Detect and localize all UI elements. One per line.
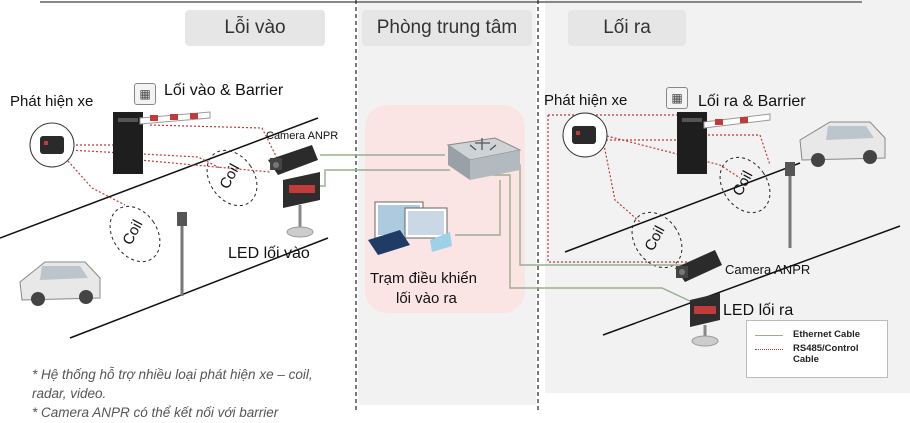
legend-ethernet-row: Ethernet Cable bbox=[755, 329, 860, 340]
exit-barrier-sign-icon: ▦ bbox=[666, 87, 688, 109]
exit-lane-line-bottom bbox=[602, 225, 901, 336]
entry-lane-line-top bbox=[0, 117, 319, 239]
entry-zone-label: Lỗi vào bbox=[185, 10, 325, 46]
exit-vehicle-detector-icon bbox=[562, 112, 608, 158]
control-station-label-line1: Trạm điều khiển bbox=[370, 270, 477, 287]
center-zone-label: Phòng trung tâm bbox=[362, 10, 532, 46]
legend-rs485-label-line2: Cable bbox=[793, 354, 819, 365]
control-station-label-line2: lối vào ra bbox=[396, 290, 457, 307]
exit-coil-2-loop bbox=[631, 211, 683, 269]
entry-car-icon bbox=[19, 261, 101, 306]
entry-camera-anpr-icon bbox=[268, 145, 318, 175]
entry-camera-label: Camera ANPR bbox=[266, 130, 339, 142]
exit-barrier-icon bbox=[677, 112, 771, 174]
entry-lane-line-bottom bbox=[69, 237, 329, 339]
footnote-line-1: * Hệ thống hỗ trợ nhiều loại phát hiện x… bbox=[32, 367, 313, 382]
legend-rs485-label-line1: RS485/Control bbox=[793, 343, 859, 354]
entry-led-label: LED lối vào bbox=[228, 245, 310, 262]
entry-sensor-pole-icon bbox=[177, 212, 187, 296]
entry-coil-1-loop bbox=[206, 149, 258, 207]
footnote-line-2: radar, video. bbox=[32, 386, 107, 401]
exit-barrier-label: Lối ra & Barrier bbox=[698, 93, 806, 110]
exit-car-icon bbox=[799, 121, 886, 167]
exit-vehicle-detect-label: Phát hiện xe bbox=[544, 92, 628, 109]
footnote-line-3: * Camera ANPR có thể kết nối với barrier bbox=[32, 405, 279, 420]
entry-barrier-icon bbox=[113, 111, 211, 174]
cable-legend: Ethernet Cable RS485/Control Cable bbox=[746, 320, 888, 378]
entry-barrier-label: Lối vào & Barrier bbox=[164, 82, 284, 99]
entry-vehicle-detector-icon bbox=[29, 122, 75, 168]
exit-sensor-pole-icon bbox=[785, 162, 795, 248]
network-switch-icon bbox=[446, 137, 522, 180]
entry-barrier-sign-icon: ▦ bbox=[134, 83, 156, 105]
exit-led-display-icon bbox=[690, 293, 720, 347]
exit-zone-label: Lối ra bbox=[568, 10, 686, 46]
entry-coil-2-loop bbox=[109, 205, 161, 263]
legend-rs485-row: RS485/Control Cable bbox=[755, 343, 858, 365]
ethernet-swatch bbox=[755, 335, 783, 336]
exit-camera-label: Camera ANPR bbox=[725, 262, 811, 277]
entry-vehicle-detect-label: Phát hiện xe bbox=[10, 93, 94, 110]
exit-lane-line-top bbox=[564, 162, 801, 253]
entry-rs485-cables bbox=[59, 124, 279, 206]
exit-rs485-cables bbox=[547, 114, 771, 263]
legend-ethernet-label: Ethernet Cable bbox=[793, 329, 861, 340]
exit-coil-1-loop bbox=[719, 156, 771, 214]
rs485-swatch bbox=[755, 349, 783, 350]
ethernet-cables bbox=[312, 154, 693, 303]
footnotes: * Hệ thống hỗ trợ nhiều loại phát hiện x… bbox=[32, 365, 313, 422]
exit-led-label: LED lối ra bbox=[723, 302, 794, 319]
control-workstation-icon bbox=[368, 201, 452, 255]
entry-led-display-icon bbox=[283, 172, 320, 238]
exit-camera-anpr-icon bbox=[675, 250, 722, 282]
